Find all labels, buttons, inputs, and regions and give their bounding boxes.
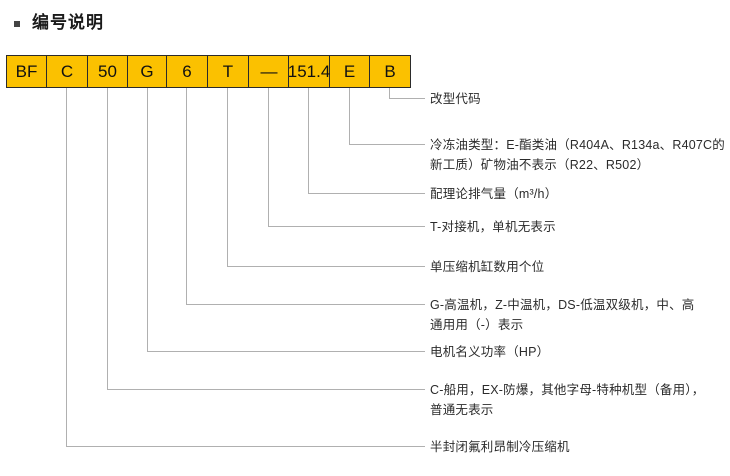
callout-special-model-hline xyxy=(107,389,425,390)
callout-motor-power-hline xyxy=(147,351,425,352)
code-cell-8: 151.4 xyxy=(288,56,330,87)
code-cell-9: E xyxy=(330,56,370,87)
code-cell-6: T xyxy=(208,56,249,87)
callout-theoretical-displacement-vline xyxy=(308,88,309,193)
page-title-text: 编号说明 xyxy=(32,13,104,32)
callout-motor-power-label: 电机名义功率（HP） xyxy=(430,345,550,359)
callout-cylinder-count-vline xyxy=(227,88,228,266)
square-bullet-icon xyxy=(14,20,20,27)
callout-cylinder-count-hline xyxy=(227,266,425,267)
callout-theoretical-displacement-label: 配理论排气量（m³/h） xyxy=(430,187,558,201)
callout-tandem-machine-label: T-对接机，单机无表示 xyxy=(430,220,556,234)
callout-special-model-label: C-船用，EX-防爆，其他字母-特种机型（备用）， 普通无表示 xyxy=(430,383,705,417)
callout-modification-code-label: 改型代码 xyxy=(430,92,481,106)
page-title: 编号说明 xyxy=(14,14,104,31)
callout-motor-power-vline xyxy=(147,88,148,351)
callout-cylinder-count-label: 单压缩机缸数用个位 xyxy=(430,260,545,274)
callout-temperature-class-label: G-高温机，Z-中温机，DS-低温双级机，中、高 通用用（-）表示 xyxy=(430,298,695,332)
callout-refrigeration-oil-hline xyxy=(349,144,425,145)
callout-temperature-class-hline xyxy=(186,304,425,305)
code-cell-3: 50 xyxy=(88,56,128,87)
callout-compressor-type-hline xyxy=(66,446,425,447)
code-cell-2: C xyxy=(47,56,88,87)
code-cell-10: B xyxy=(370,56,410,87)
callout-compressor-type-vline xyxy=(66,88,67,446)
callout-compressor-type-label: 半封闭氟利昂制冷压缩机 xyxy=(430,440,570,454)
callout-special-model-vline xyxy=(107,88,108,389)
callout-refrigeration-oil-vline xyxy=(349,88,350,144)
callout-modification-code-hline xyxy=(389,98,425,99)
code-cell-5: 6 xyxy=(167,56,208,87)
code-cell-7: — xyxy=(249,56,289,87)
callout-tandem-machine-hline xyxy=(268,226,425,227)
callout-tandem-machine-vline xyxy=(268,88,269,226)
code-cell-1: BF xyxy=(7,56,47,87)
callout-modification-code-vline xyxy=(389,88,390,98)
code-cell-4: G xyxy=(128,56,167,87)
callout-refrigeration-oil-label: 冷冻油类型：E-酯类油（R404A、R134a、R407C的 新工质）矿物油不表… xyxy=(430,138,725,172)
callout-temperature-class-vline xyxy=(186,88,187,304)
callout-theoretical-displacement-hline xyxy=(308,193,425,194)
